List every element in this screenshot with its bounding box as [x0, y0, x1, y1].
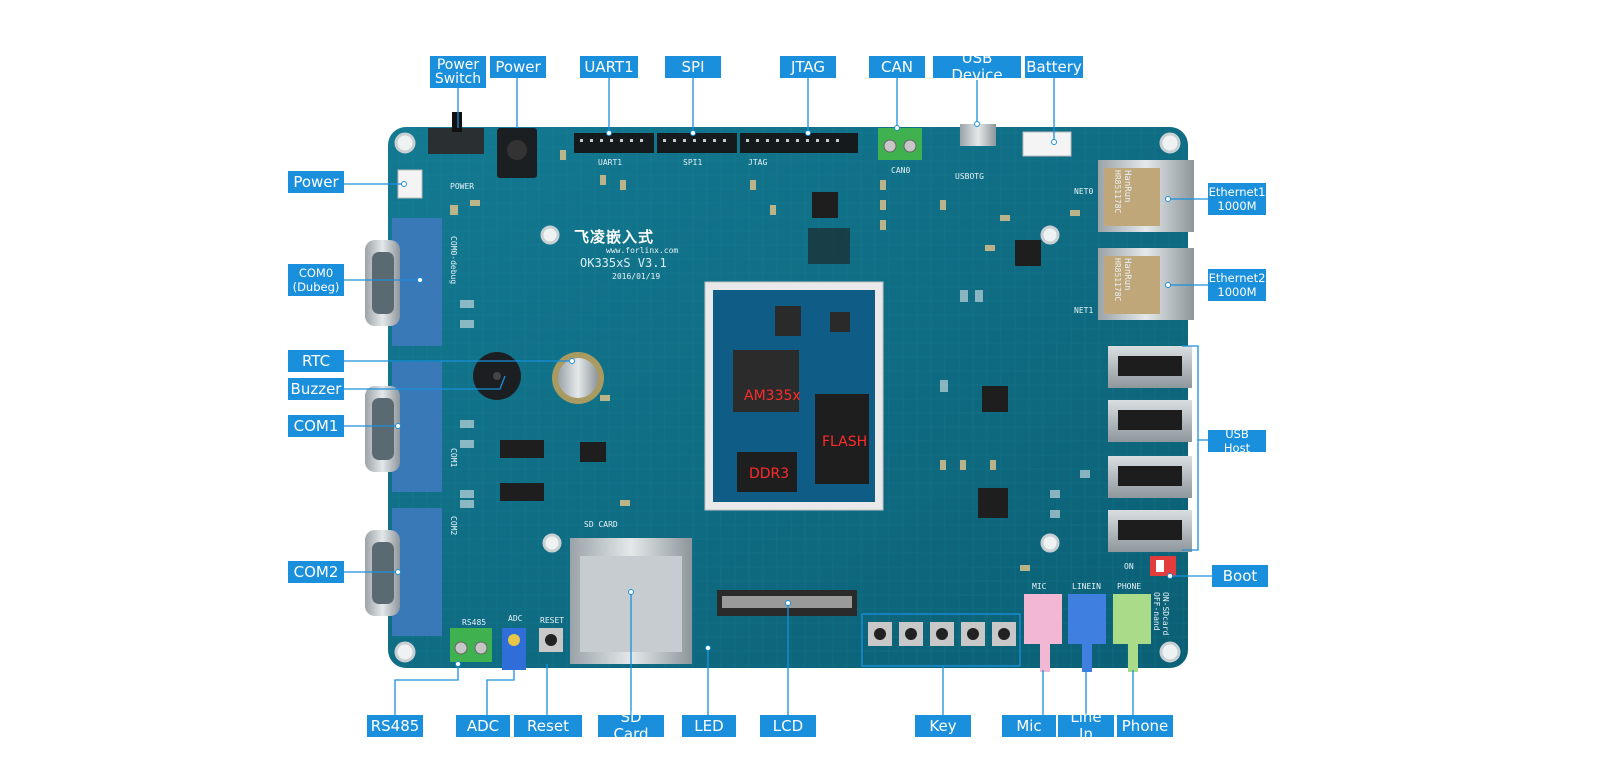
logo-text: 飞凌嵌入式 — [574, 228, 655, 246]
flash-chip — [815, 394, 869, 484]
label-lcd: LCD — [760, 715, 816, 737]
com0-connector — [365, 218, 442, 346]
power-switch — [428, 128, 484, 154]
label-power-left: Power — [288, 171, 344, 193]
battery-connector — [1022, 131, 1072, 157]
label-buzzer: Buzzer — [288, 378, 344, 400]
silk-adc: ADC — [508, 614, 523, 623]
key-buttons — [868, 622, 1016, 646]
label-com0: COM0 (Dubeg) — [288, 264, 344, 296]
label-usb-host: USB Host — [1208, 427, 1266, 455]
cpu-chip — [733, 350, 799, 412]
logo-url: www.forlinx.com — [606, 246, 679, 255]
silk-spi: SPI1 — [683, 158, 703, 167]
silk-mic: MIC — [1032, 582, 1047, 591]
label-sd-card: SD Card — [598, 709, 664, 743]
key-group-frame — [861, 613, 1021, 667]
label-mic: Mic — [1002, 715, 1056, 737]
ethernet1-jack — [1098, 160, 1194, 232]
silk-debug: COM0-debug — [449, 236, 458, 285]
jack1-part: HR851178C — [1113, 170, 1122, 214]
label-jtag: JTAG — [780, 56, 836, 78]
jack2-part: HR851178C — [1113, 258, 1122, 302]
label-usb-device: USB Device — [933, 50, 1021, 84]
jack1-brand: HanRun — [1122, 170, 1132, 203]
label-power-jack: Power — [490, 56, 546, 78]
silk-com1: COM1 — [449, 448, 458, 468]
label-key: Key — [915, 715, 971, 737]
label-ethernet1: Ethernet1 1000M — [1208, 183, 1266, 215]
usb-host-ports — [1108, 346, 1192, 552]
uart1-header — [574, 133, 654, 153]
spi-header — [657, 133, 737, 153]
label-boot: Boot — [1212, 565, 1268, 587]
leader-lines — [344, 78, 1212, 715]
label-power-switch: Power Switch — [430, 56, 486, 88]
silk-rs485: RS485 — [462, 618, 487, 627]
silk-uart: UART1 — [598, 158, 623, 167]
ddr3-label: DDR3 — [749, 466, 790, 482]
label-ethernet2: Ethernet2 1000M — [1208, 269, 1266, 301]
board-date: 2016/01/19 — [612, 272, 661, 281]
silk-boot: ON-SDcard OFF-nand — [1152, 592, 1170, 636]
com2-connector — [365, 508, 442, 636]
silk-net1: NET1 — [1074, 306, 1094, 315]
label-com2: COM2 — [288, 561, 344, 583]
silk-linein: LINEIN — [1072, 582, 1101, 591]
label-battery: Battery — [1025, 56, 1083, 78]
ddr3-chip — [737, 452, 797, 492]
label-com1: COM1 — [288, 415, 344, 437]
silk-sdcard: SD CARD — [584, 520, 618, 529]
silk-com2: COM2 — [449, 516, 458, 536]
label-reset: Reset — [514, 715, 582, 737]
cpu-label: AM335x — [744, 388, 801, 404]
label-rtc: RTC — [288, 350, 344, 372]
board-model: OK335xS V3.1 — [580, 256, 667, 270]
line-in-jack — [1068, 594, 1106, 672]
label-adc: ADC — [456, 715, 510, 737]
label-rs485: RS485 — [367, 715, 423, 737]
silk-power: POWER — [450, 182, 475, 191]
com1-connector — [365, 362, 442, 492]
label-led: LED — [682, 715, 736, 737]
ethernet2-jack — [1098, 248, 1194, 320]
mic-jack — [1024, 594, 1062, 672]
flash-label: FLASH — [822, 434, 868, 450]
phone-jack — [1113, 594, 1151, 672]
silk-can: CAN0 — [891, 166, 911, 175]
silk-phone: PHONE — [1117, 582, 1142, 591]
label-can: CAN — [869, 56, 925, 78]
silk-on: ON — [1124, 562, 1134, 571]
silk-reset: RESET — [540, 616, 565, 625]
jtag-header — [740, 133, 858, 153]
label-phone: Phone — [1117, 715, 1173, 737]
silk-net0: NET0 — [1074, 187, 1094, 196]
label-spi: SPI — [665, 56, 721, 78]
silk-usbotg: USBOTG — [955, 172, 984, 181]
jack2-brand: HanRun — [1122, 258, 1132, 291]
label-line-in: Line In — [1058, 709, 1114, 743]
usb-device-port — [960, 124, 996, 146]
label-uart1: UART1 — [580, 56, 638, 78]
silk-jtag: JTAG — [748, 158, 768, 167]
